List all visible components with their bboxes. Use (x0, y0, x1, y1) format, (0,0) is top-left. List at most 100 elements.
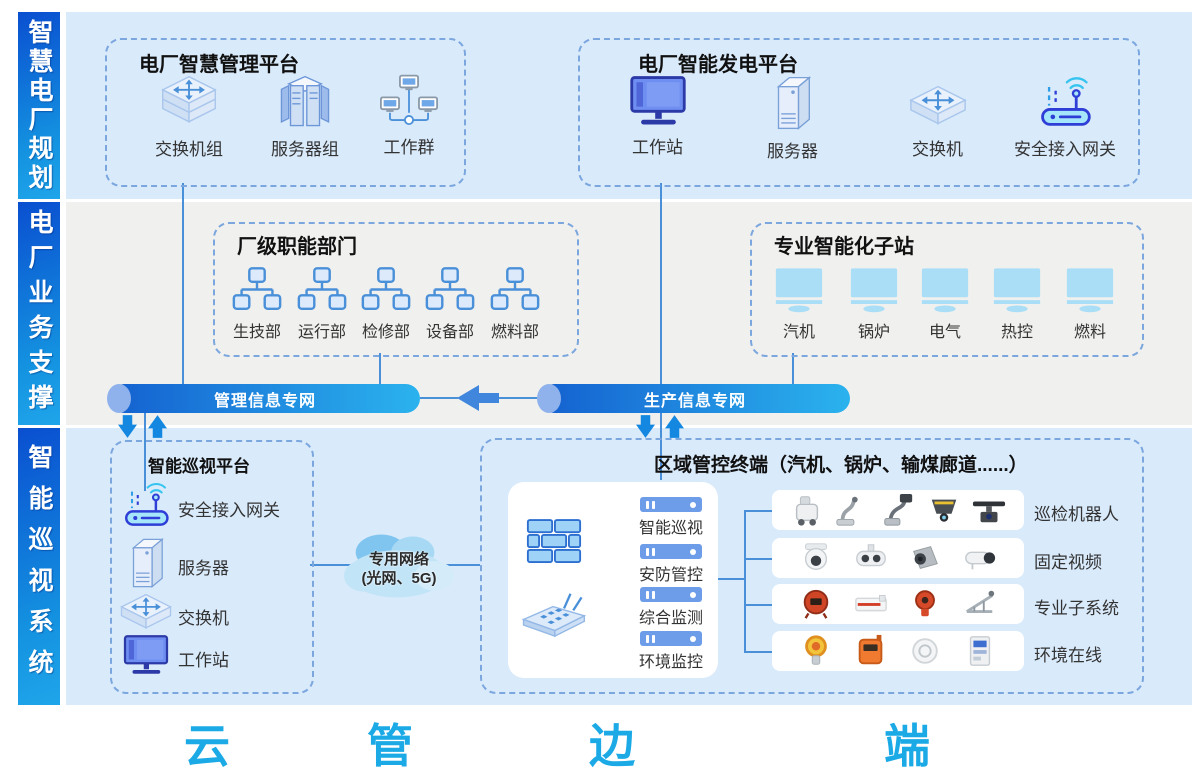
subsystem-photo-icon (963, 587, 997, 621)
down-arrow-icon (118, 415, 137, 438)
patrol-platform-box: 智能巡视平台 安全接入网关 服务器 交换机 工作站 (110, 440, 314, 694)
org-chart-icon (423, 266, 477, 313)
camera-photo-icon (854, 541, 888, 575)
item-label: 汽机 (782, 324, 815, 341)
item-label: 设备部 (425, 324, 474, 341)
firewall-icon (526, 518, 582, 565)
connector-pipe-gap-left (420, 397, 458, 399)
sidebar-section-business: 电厂业务支撑 (18, 202, 60, 425)
device-stub-line (744, 558, 772, 560)
departments-box: 厂级职能部门 生技部 运行部 检修部 设备部 燃料部 (213, 222, 579, 357)
item-label: 安全接入网关 (178, 501, 280, 520)
connector-mgmt-platform-to-pipe (182, 183, 184, 384)
item-label: 运行部 (297, 324, 346, 341)
secure-gateway-icon (118, 478, 174, 530)
device-row-label: 巡检机器人 (1034, 505, 1119, 524)
cloud-label-line1: 专用网络 (368, 551, 429, 568)
robot-photo-icon (972, 493, 1006, 527)
substations-title: 专业智能化子站 (774, 236, 914, 258)
sensor-photo-icon (799, 634, 833, 668)
down-arrow-icon (636, 415, 655, 438)
connector-departments-to-pipe (379, 353, 381, 384)
management-platform-title: 电厂智慧管理平台 (139, 54, 299, 76)
org-chart-icon (295, 266, 349, 313)
footer-label-endpoint: 端 (884, 720, 930, 772)
monitor-icon (918, 268, 972, 313)
substations-box: 专业智能化子站 汽机 锅炉 电气 热控 燃料 (750, 222, 1144, 357)
device-stub-line (744, 510, 772, 512)
workstation-icon (628, 74, 688, 128)
item-label: 检修部 (361, 324, 410, 341)
sidebar-section-patrol: 智能巡视系统 (18, 428, 60, 705)
connector-pipe-to-patrol (144, 413, 146, 491)
item-label: 交换机组 (155, 140, 223, 159)
connector-substations-to-pipe (792, 353, 794, 384)
footer-label-edge: 边 (589, 720, 635, 772)
device-row-environment (772, 631, 1024, 671)
management-network-pipe: 管理信息专网 (107, 384, 420, 413)
device-row-robots (772, 490, 1024, 530)
device-stub-line (744, 604, 772, 606)
connector-pipe-gap-right (499, 397, 540, 399)
camera-photo-icon (799, 541, 833, 575)
management-platform-box: 电厂智慧管理平台 交换机组 服务器组 工作群 (105, 38, 466, 187)
cloud-label-line2: (光网、5G) (361, 570, 437, 587)
robot-photo-icon (790, 493, 824, 527)
monitor-icon (990, 268, 1044, 313)
footer-label-pipe: 管 (367, 720, 413, 772)
robot-photo-icon (835, 493, 869, 527)
item-label: 安全接入网关 (1014, 140, 1116, 159)
workstation-group-icon (380, 74, 438, 128)
secure-gateway-icon (1033, 72, 1097, 130)
device-row-label: 固定视频 (1034, 553, 1102, 572)
item-label: 服务器 (767, 142, 818, 161)
wireless-ap-icon (518, 588, 588, 640)
robot-photo-icon (927, 493, 961, 527)
item-label: 生技部 (232, 324, 281, 341)
switch-icon (118, 592, 174, 634)
org-chart-icon (230, 266, 284, 313)
device-row-subsystems (772, 584, 1024, 624)
switch-icon (907, 84, 969, 130)
item-label: 锅炉 (857, 324, 890, 341)
device-bus-line (744, 510, 746, 651)
item-label: 交换机 (178, 609, 229, 628)
server-module-icon (640, 587, 702, 602)
generation-platform-title: 电厂智能发电平台 (638, 54, 798, 76)
module-label: 智能巡视 (638, 520, 703, 537)
patrol-platform-title: 智能巡视平台 (148, 457, 250, 476)
item-label: 交换机 (912, 140, 963, 159)
item-label: 工作群 (383, 138, 435, 157)
item-label: 电气 (928, 324, 961, 341)
workstation-icon (122, 634, 170, 676)
private-network-cloud: 专用网络 (光网、5G) (340, 526, 458, 606)
org-chart-icon (488, 266, 542, 313)
pipe-label: 管理信息专网 (213, 392, 316, 410)
edge-terminal-box: 区域管控终端（汽机、锅炉、输煤廊道......） 智能巡视 安防管控 综合监测 … (480, 438, 1144, 694)
connector-generation-to-edge (660, 183, 662, 480)
module-label: 安防管控 (638, 567, 703, 584)
footer-label-cloud: 云 (184, 720, 230, 772)
sensor-photo-icon (963, 634, 997, 668)
monitor-icon (772, 268, 826, 313)
production-network-pipe: 生产信息专网 (537, 384, 850, 413)
item-label: 燃料部 (490, 324, 539, 341)
left-arrow-icon (457, 385, 499, 411)
server-module-icon (640, 631, 702, 646)
up-arrow-icon (665, 415, 684, 438)
device-row-label: 专业子系统 (1034, 599, 1119, 618)
subsystem-photo-icon (908, 587, 942, 621)
sensor-photo-icon (854, 634, 888, 668)
sidebar-section-planning: 智慧电厂规划 (18, 12, 60, 199)
camera-photo-icon (908, 541, 942, 575)
monitor-icon (1063, 268, 1117, 313)
item-label: 热控 (1000, 324, 1033, 341)
switch-stack-icon (159, 74, 219, 130)
item-label: 燃料 (1073, 324, 1106, 341)
monitor-icon (847, 268, 901, 313)
up-arrow-icon (148, 415, 167, 438)
device-row-cameras (772, 538, 1024, 578)
item-label: 服务器 (178, 559, 229, 578)
subsystem-photo-icon (799, 587, 833, 621)
